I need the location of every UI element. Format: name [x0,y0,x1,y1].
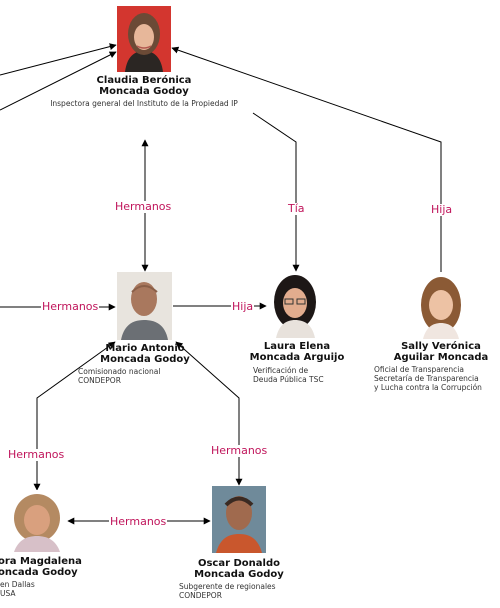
mario-photo [117,272,172,340]
relation-label-dora-oscar: Hermanos [109,515,168,528]
mario-role: Comisionado nacional CONDEPOR [78,367,161,385]
relation-label-dora-mario: Hermanos [7,448,66,461]
edge-offscreen-claudia-2 [0,51,117,111]
relation-label-left-mario: Hermanos [41,300,100,313]
edge-laura-claudia [252,112,300,272]
sally-name: Sally Verónica Aguilar Moncada [393,341,489,363]
oscar-photo [212,486,266,553]
relation-label-laura-claudia: Tía [287,202,306,215]
claudia-role: Inspectora general del Instituto de la P… [50,99,238,108]
relation-label-oscar-mario: Hermanos [210,444,269,457]
dora-photo [8,490,66,552]
relation-label-claudia-mario: Hermanos [114,200,173,213]
laura-photo [268,272,323,338]
laura-name: Laura Elena Moncada Arguijo [249,341,345,363]
dora-role: en Dallas USA [0,580,35,598]
oscar-role: Subgerente de regionales CONDEPOR [179,582,276,600]
laura-role: Verificación de Deuda Pública TSC [253,366,324,384]
relation-label-sally-claudia: Hija [430,203,454,216]
relation-label-mario-laura: Hija [231,300,255,313]
claudia-name: Claudia Berónica Moncada Godoy [96,75,192,97]
mario-name: Mario Antonio Moncada Godoy [100,343,190,365]
sally-photo [414,273,468,339]
edge-sally-claudia [171,46,442,272]
dora-name: ora Magdalena oncada Godoy [0,556,82,578]
oscar-name: Oscar Donaldo Moncada Godoy [194,558,284,580]
sally-role: Oficial de Transparencia Secretaría de T… [374,365,482,392]
edge-offscreen-claudia-1 [0,43,117,76]
claudia-photo [117,6,171,72]
